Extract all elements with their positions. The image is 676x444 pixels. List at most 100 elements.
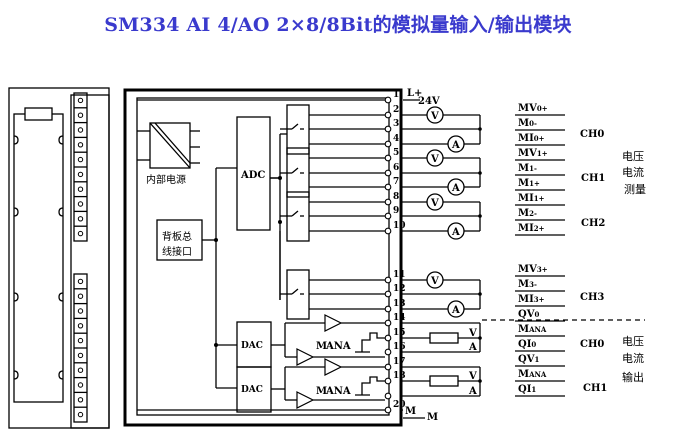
terminal-pin-6 — [384, 169, 392, 177]
ammeter-1-label: A — [451, 183, 460, 194]
junction-dot — [478, 336, 482, 340]
diagram-title: SM334 AI 4/AO 2×8/8Bit的模拟量输入/输出模块 — [104, 14, 572, 36]
pin-number-13: 13 — [393, 299, 406, 309]
ground-label-outer: M — [427, 412, 438, 423]
terminal-pin-19 — [384, 392, 392, 400]
adc-label: ADC — [240, 170, 265, 181]
module-outline — [123, 88, 403, 427]
signal-label-0: MV0+ — [518, 103, 548, 114]
signal-label-12: QV0 — [518, 309, 539, 320]
front-inner-loop — [13, 113, 64, 403]
amp-dac0-v — [324, 314, 343, 332]
terminal-pin-15 — [384, 334, 392, 342]
terminal-pin-1 — [384, 96, 392, 104]
terminal-screw — [77, 201, 84, 207]
terminal-screw — [77, 142, 84, 148]
supply-voltage: 24V — [418, 96, 440, 107]
front-hook-right — [58, 135, 64, 145]
backplane-label-line2: 线接口 — [162, 245, 192, 258]
pin-number-12: 12 — [393, 284, 406, 294]
mana-label-0: M — [316, 341, 327, 352]
dac-block-1: DAC — [236, 366, 272, 413]
signal-label-16: MANA — [518, 369, 547, 380]
switch-contact-icon — [291, 210, 299, 217]
junction-dot — [478, 214, 482, 218]
terminal-screw — [77, 230, 84, 237]
mana-step-0 — [355, 332, 385, 353]
output-group-label-0: 电压 — [622, 335, 644, 348]
signal-labels: MV0+M0-MI0+MV1+M1-M1+MI1+M2-MI2+MV3+M3-M… — [515, 103, 565, 397]
pin-number-20: 20 — [393, 400, 406, 410]
terminal-pin-2 — [384, 111, 392, 119]
terminal-screw — [77, 323, 84, 329]
output-v-label-0: V — [468, 328, 477, 339]
pin-number-14: 14 — [393, 313, 406, 323]
terminal-strip-top — [73, 92, 88, 242]
signal-label-14: QI0 — [518, 339, 536, 350]
module-front-view — [8, 87, 110, 429]
front-resistor — [24, 107, 53, 121]
output-group-label-2: 输出 — [622, 370, 644, 384]
output-a-label-0: A — [468, 342, 477, 353]
mana-label-1: M — [316, 386, 327, 397]
channel-label-in-1: CH1 — [581, 173, 605, 184]
signal-label-6: MI1+ — [518, 193, 545, 204]
terminal-screw — [77, 397, 84, 403]
signal-label-2: MI0+ — [518, 133, 545, 144]
mana-label-sub-1: ANA — [325, 386, 351, 397]
pin-number-4: 4 — [393, 134, 399, 144]
terminal-screw — [77, 337, 84, 344]
channel-label-in-0: CH0 — [580, 129, 604, 140]
terminal-pin-3 — [384, 125, 392, 133]
front-hook-left — [13, 135, 19, 145]
junction-dot — [478, 171, 482, 175]
pin-number-11: 11 — [393, 270, 406, 280]
signal-label-8: MI2+ — [518, 223, 545, 234]
amp-dac0-i — [296, 348, 315, 366]
junction-dot — [478, 379, 482, 383]
pin-number-9: 9 — [393, 206, 399, 216]
backplane-label-line1: 背板总 — [162, 230, 192, 243]
pin-number-3: 3 — [393, 119, 399, 129]
output-group-label-1: 电流 — [622, 351, 644, 365]
front-hook-left — [13, 207, 19, 217]
channel-label-in-2: CH2 — [581, 218, 605, 229]
terminal-screw — [77, 216, 84, 222]
signal-label-3: MV1+ — [518, 148, 548, 159]
junction-dot — [478, 127, 482, 131]
pin-number-15: 15 — [393, 328, 406, 338]
signal-label-15: QV1 — [518, 354, 539, 365]
ammeter-3-label: A — [451, 305, 460, 316]
signal-label-17: QI1 — [518, 384, 536, 395]
junction-dot — [478, 292, 482, 296]
amp-dac1-v — [324, 358, 343, 376]
signal-label-13: MANA — [518, 324, 547, 335]
terminal-pin-16 — [384, 348, 392, 356]
terminal-screw — [77, 97, 84, 104]
terminal-screw — [77, 186, 84, 192]
switch-contact-icon — [291, 288, 299, 295]
supply-label: L+ — [407, 88, 422, 99]
pin-number-7: 7 — [393, 177, 399, 187]
terminal-pin-18 — [384, 377, 392, 385]
pin-number-17: 17 — [393, 357, 406, 367]
pin-number-6: 6 — [393, 163, 399, 173]
terminal-pin-12 — [384, 290, 392, 298]
switch-contact-icon — [291, 167, 299, 174]
mana-step-1 — [355, 376, 385, 396]
dac-label-1: DAC — [241, 385, 263, 395]
terminal-screw — [77, 308, 84, 314]
pin-number-10: 10 — [393, 221, 406, 231]
amp-dac1-i — [296, 391, 315, 409]
terminal-pin-8 — [384, 198, 392, 206]
adc-block: ADC — [236, 116, 282, 300]
signal-label-5: M1+ — [518, 178, 540, 189]
front-hook-right — [58, 370, 64, 380]
terminal-screw — [77, 278, 84, 285]
module-inner-frame — [136, 97, 390, 416]
terminal-pin-5 — [384, 154, 392, 162]
terminal-screw — [77, 352, 84, 359]
load-resistor-1 — [429, 375, 459, 387]
input-group-label-2: 测量 — [624, 183, 646, 196]
